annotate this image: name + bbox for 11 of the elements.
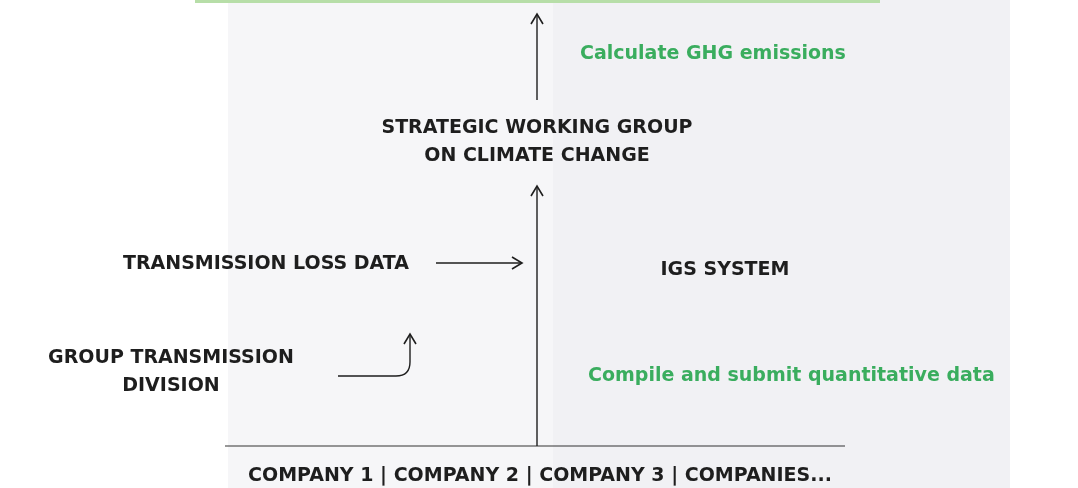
arrow (530, 13, 544, 101)
arrow (530, 185, 544, 447)
label-text: GROUP TRANSMISSION DIVISION (10, 342, 332, 408)
label-text: TRANSMISSION LOSS DATA (96, 248, 436, 280)
step-note: Compile and submit quantitative data (588, 360, 1066, 394)
arrow (337, 333, 417, 377)
step-note: Calculate GHG emissions (580, 38, 900, 72)
label-text: STRATEGIC WORKING GROUP ON CLIMATE CHANGE (367, 112, 707, 176)
arrow (435, 256, 523, 270)
label-text: IGS SYSTEM (640, 254, 810, 284)
label-text: COMPANY 1 | COMPANY 2 | COMPANY 3 | COMPANIES... (190, 446, 890, 488)
